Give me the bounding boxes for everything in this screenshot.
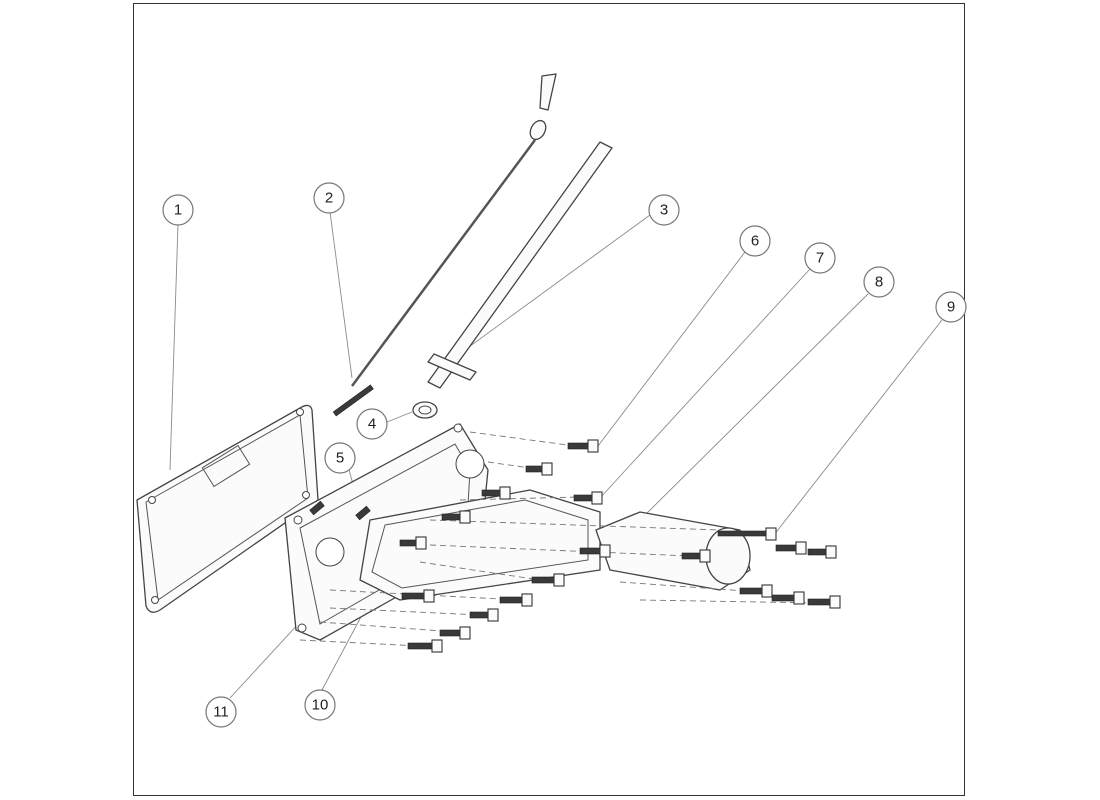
callout-label: 10 bbox=[312, 697, 329, 714]
callout-11: 11 bbox=[205, 696, 237, 728]
callout-5: 5 bbox=[324, 442, 356, 474]
middle-cover-part bbox=[359, 489, 601, 601]
callout-6: 6 bbox=[739, 225, 771, 257]
bolt bbox=[807, 595, 841, 609]
leader-6 bbox=[597, 251, 746, 447]
bolt bbox=[481, 486, 511, 500]
bolt bbox=[469, 608, 499, 622]
callout-7: 7 bbox=[804, 242, 836, 274]
seal-part bbox=[412, 401, 438, 419]
leader-1 bbox=[169, 223, 179, 471]
callout-label: 5 bbox=[336, 450, 344, 467]
leader-4 bbox=[386, 411, 413, 423]
bolt bbox=[439, 626, 471, 640]
callout-3: 3 bbox=[648, 194, 680, 226]
bolt bbox=[775, 541, 807, 555]
leader-7 bbox=[599, 268, 811, 499]
leader-9 bbox=[769, 319, 943, 541]
bolt bbox=[579, 544, 611, 558]
callout-1: 1 bbox=[162, 194, 194, 226]
bolt bbox=[525, 462, 553, 476]
bolt bbox=[399, 536, 427, 550]
callout-4: 4 bbox=[356, 408, 388, 440]
bolt bbox=[771, 591, 805, 605]
bolt bbox=[739, 584, 773, 598]
callout-label: 4 bbox=[368, 416, 376, 433]
bolt bbox=[355, 505, 371, 521]
leader-2 bbox=[329, 211, 353, 379]
callout-8: 8 bbox=[863, 266, 895, 298]
bolts bbox=[309, 439, 841, 653]
callout-label: 2 bbox=[325, 190, 333, 207]
callout-label: 8 bbox=[875, 274, 883, 291]
bolt bbox=[309, 500, 325, 516]
leader-3 bbox=[461, 214, 651, 353]
callout-2: 2 bbox=[313, 182, 345, 214]
leader-lines bbox=[169, 211, 943, 699]
leader-8 bbox=[639, 293, 869, 521]
leader-11 bbox=[229, 621, 301, 699]
callout-label: 1 bbox=[174, 202, 182, 219]
bolt bbox=[717, 527, 777, 541]
dipstick-part bbox=[332, 73, 557, 417]
bolt bbox=[567, 439, 599, 453]
callout-10: 10 bbox=[304, 689, 336, 721]
tube-part bbox=[427, 141, 613, 389]
callout-label: 7 bbox=[816, 250, 824, 267]
bolt bbox=[573, 491, 603, 505]
callout-label: 9 bbox=[947, 299, 955, 316]
bolt bbox=[499, 593, 533, 607]
bolt bbox=[401, 589, 435, 603]
diagram-frame bbox=[133, 3, 965, 796]
callout-label: 11 bbox=[213, 704, 229, 721]
bolt bbox=[807, 545, 837, 559]
callout-label: 6 bbox=[751, 233, 759, 250]
right-cover-part bbox=[595, 511, 751, 591]
bolt bbox=[681, 549, 711, 563]
bolt bbox=[407, 639, 443, 653]
bolt bbox=[531, 573, 565, 587]
callout-label: 3 bbox=[660, 202, 668, 219]
callout-9: 9 bbox=[935, 291, 967, 323]
bolt bbox=[441, 510, 471, 524]
